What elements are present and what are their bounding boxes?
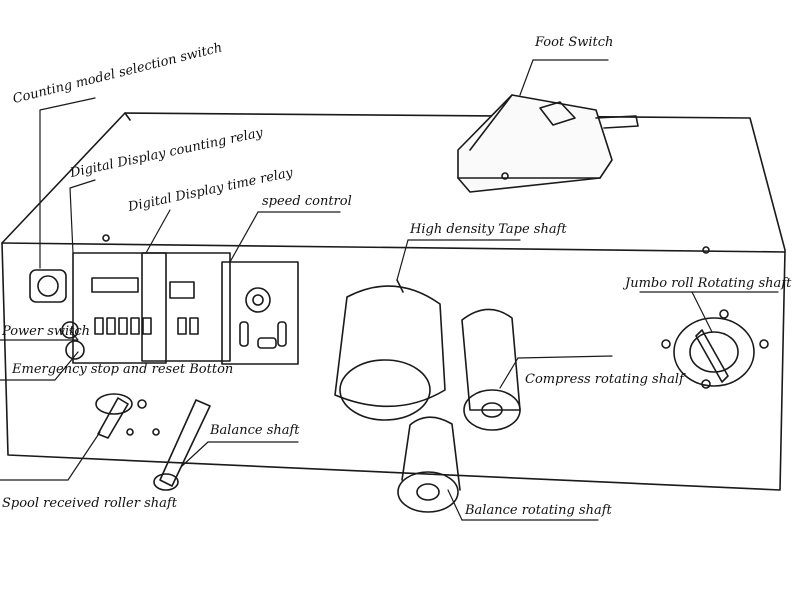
leader-speed-control-drop bbox=[229, 211, 259, 263]
label-speed-control: speed control bbox=[262, 194, 352, 209]
foot-switch-drawing bbox=[457, 94, 639, 193]
power-switch-drawing bbox=[61, 321, 79, 339]
speed-control-panel bbox=[221, 261, 299, 365]
leader-counting-model bbox=[39, 97, 96, 269]
leader-compress-line bbox=[517, 355, 613, 359]
leader-emergency-stop bbox=[0, 351, 79, 381]
time-relay-panel bbox=[141, 252, 231, 362]
balance-rotating-shaft bbox=[397, 416, 461, 513]
leader-foot-switch-drop bbox=[519, 59, 534, 96]
label-foot-switch: Foot Switch bbox=[535, 35, 614, 50]
leader-high-density-drop bbox=[396, 239, 409, 281]
jumbo-roll-shaft-drawing bbox=[661, 309, 769, 389]
label-power-switch: Power switch bbox=[2, 324, 91, 339]
label-spool-roller-shaft: Spool received roller shaft bbox=[2, 496, 177, 511]
leader-jumbo-drop bbox=[691, 291, 713, 333]
emergency-stop-drawing bbox=[65, 340, 85, 360]
leader-balance-drop bbox=[181, 441, 209, 467]
leader-spool-roller bbox=[0, 431, 101, 481]
compress-rotating-shaft bbox=[461, 308, 521, 431]
leader-compress-drop bbox=[499, 357, 519, 389]
spool-roller-shaft-drawing bbox=[95, 393, 160, 439]
label-high-density-tape-shaft: High density Tape shaft bbox=[410, 222, 567, 237]
leader-counting-relay bbox=[69, 179, 96, 254]
leader-balance-rotating-drop bbox=[447, 489, 463, 521]
leader-power-switch bbox=[0, 329, 79, 341]
balance-shaft-drawing bbox=[153, 399, 211, 491]
label-balance-rotating-shaft: Balance rotating shaft bbox=[465, 503, 612, 518]
selection-switch-drawing bbox=[29, 269, 67, 303]
counting-relay-panel bbox=[72, 252, 167, 364]
label-emergency-stop: Emergency stop and reset Botton bbox=[12, 362, 234, 377]
machine-body bbox=[1, 112, 786, 491]
label-jumbo-roll-shaft: Jumbo roll Rotating shaft bbox=[625, 276, 792, 291]
leader-time-relay bbox=[145, 209, 171, 254]
label-balance-shaft: Balance shaft bbox=[210, 423, 300, 438]
label-compress-rotating-shaft: Compress rotating shalf bbox=[525, 372, 684, 387]
high-density-tape-shaft bbox=[334, 279, 446, 421]
